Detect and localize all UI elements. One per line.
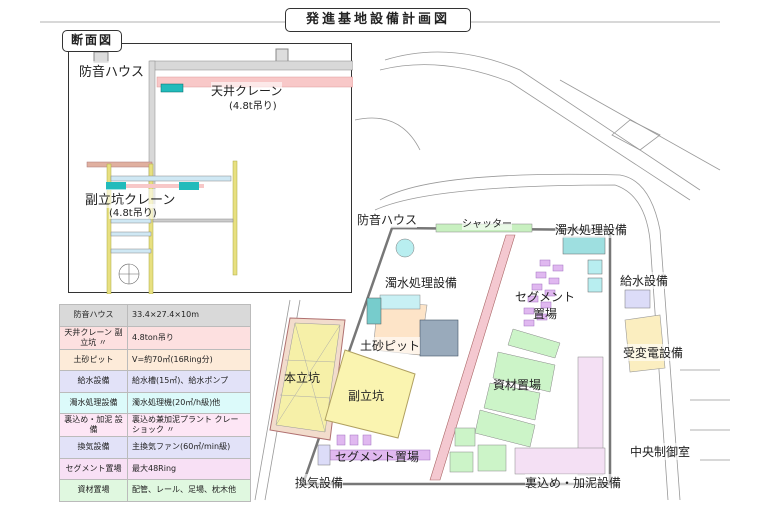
table-spec-cell: 給水槽(15㎥)、給水ポンプ bbox=[127, 370, 251, 393]
plan-label-shutter: シャッター bbox=[462, 215, 512, 230]
plan-label-water-supply: 給水設備 bbox=[620, 272, 669, 289]
table-spec-cell: 33.4×27.4×10m bbox=[127, 304, 251, 327]
plan-label-sub-shaft: 副立坑 bbox=[348, 389, 385, 403]
plan-label-ventilation: 換気設備 bbox=[295, 474, 344, 491]
table-item-cell: 裏込め・加泥 設備 bbox=[59, 413, 128, 437]
table-item-cell: 天井クレーン 副立坑 〃 bbox=[59, 325, 128, 350]
table-row: 裏込め・加泥 設備裏込め兼加泥プラント クレーショック 〃 bbox=[59, 413, 251, 437]
plan-label-material-yard: 資材置場 bbox=[493, 378, 542, 392]
plan-label-segment-yard-1: セグメント置場 bbox=[515, 290, 576, 321]
table-row: 換気設備主換気ファン(60㎥/min級) bbox=[59, 436, 251, 459]
section-label-ceiling-crane-capacity: (4.8t吊り) bbox=[229, 97, 277, 112]
table-spec-cell: 裏込め兼加泥プラント クレーショック 〃 bbox=[127, 413, 251, 437]
table-item-cell: 濁水処理設備 bbox=[59, 391, 128, 414]
plan-label-segment-yard-2: セグメント置場 bbox=[335, 450, 420, 464]
plan-label-turbid-water-1: 濁水処理設備 bbox=[555, 221, 628, 238]
table-spec-cell: 主換気ファン(60㎥/min級) bbox=[127, 436, 251, 459]
table-spec-cell: 濁水処理機(20㎥/h級)他 bbox=[127, 391, 251, 414]
table-spec-cell: 配管、レール、足場、枕木他 bbox=[127, 479, 251, 502]
plan-label-substation: 受変電設備 bbox=[623, 344, 684, 361]
plan-label-soil-pit: 土砂ピット bbox=[360, 337, 421, 354]
plan-label-main-shaft: 本立坑 bbox=[284, 371, 321, 385]
table-row: 資材置場配管、レール、足場、枕木他 bbox=[59, 479, 251, 502]
table-item-cell: 給水設備 bbox=[59, 370, 128, 393]
table-row: 給水設備給水槽(15㎥)、給水ポンプ bbox=[59, 370, 251, 393]
table-item-cell: 換気設備 bbox=[59, 436, 128, 459]
drawing-title: 発進基地設備計画図 bbox=[285, 8, 471, 32]
section-label-ceiling-crane: 天井クレーン bbox=[211, 82, 283, 99]
plan-label-turbid-water-2: 濁水処理設備 bbox=[385, 274, 458, 291]
table-spec-cell: V=約70㎥(16Ring分) bbox=[127, 348, 251, 371]
table-spec-cell: 最大48Ring bbox=[127, 457, 251, 480]
section-label-house: 防音ハウス bbox=[79, 61, 145, 80]
table-row: 濁水処理設備濁水処理機(20㎥/h級)他 bbox=[59, 391, 251, 414]
section-label-sub-shaft-crane-capacity: (4.8t吊り) bbox=[109, 204, 157, 219]
plan-label-house: 防音ハウス bbox=[357, 211, 418, 228]
table-item-cell: 資材置場 bbox=[59, 479, 128, 502]
plan-label-backfill: 裏込め・加泥設備 bbox=[525, 474, 622, 491]
table-spec-cell: 4.8ton吊り bbox=[127, 325, 251, 350]
section-tag: 断面図 bbox=[62, 30, 122, 52]
table-item-cell: 土砂ピット bbox=[59, 348, 128, 371]
plan-label-control-room: 中央制御室 bbox=[630, 443, 691, 460]
table-row: 天井クレーン 副立坑 〃4.8ton吊り bbox=[59, 325, 251, 350]
section-panel: 防音ハウス 天井クレーン (4.8t吊り) 副立坑クレーン (4.8t吊り) bbox=[68, 43, 353, 294]
table-item-cell: 防音ハウス bbox=[59, 304, 128, 327]
table-item-cell: セグメント置場 bbox=[59, 457, 128, 480]
table-row: セグメント置場最大48Ring bbox=[59, 457, 251, 480]
